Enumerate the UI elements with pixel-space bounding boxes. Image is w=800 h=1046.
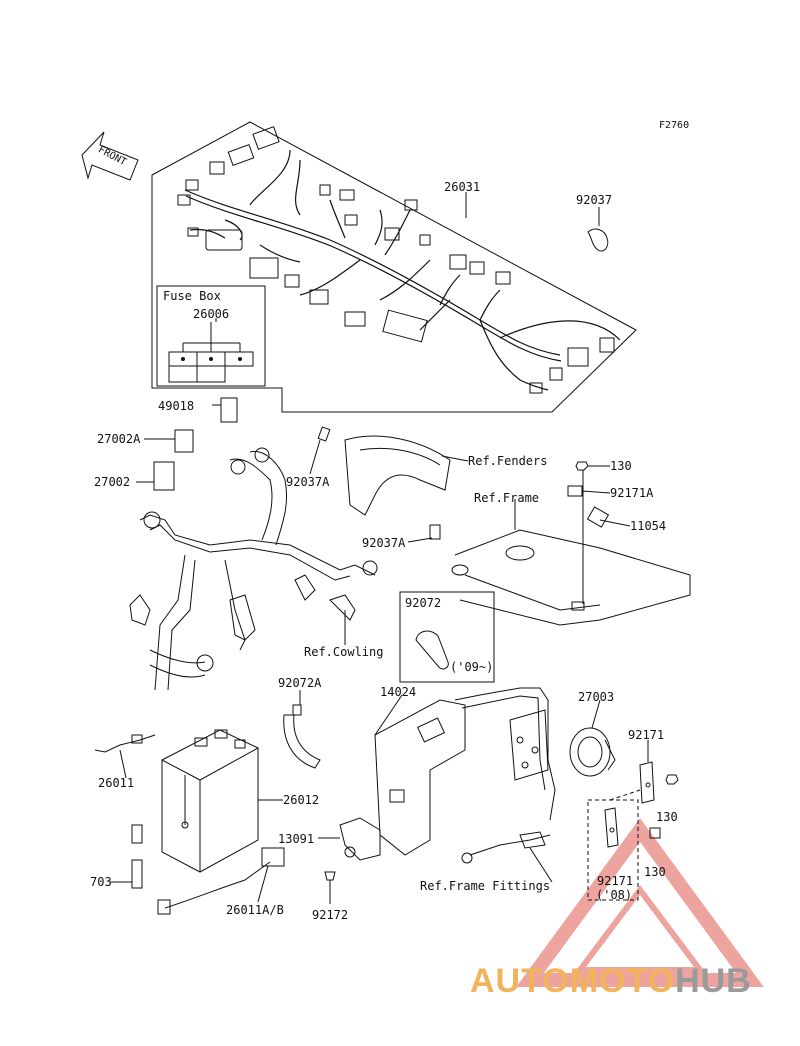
part-26006: 26006 xyxy=(193,307,230,321)
watermark-triangle xyxy=(516,818,764,987)
ref-frame-fittings: Ref.Frame Fittings xyxy=(420,879,551,893)
watermark-logo: AUTOMOTOHUB xyxy=(470,962,752,1001)
watermark-text-hub: HUB xyxy=(675,962,752,1000)
fuse-box-title: Fuse Box xyxy=(163,289,221,303)
part-92171-08-note: ('08) xyxy=(596,888,633,902)
fenders-ref-part xyxy=(344,435,451,516)
front-arrow-label: FRONT xyxy=(96,144,128,168)
strap-92171-08-box xyxy=(587,799,639,901)
fuse-box-inset xyxy=(156,285,266,387)
band-92072 xyxy=(415,630,449,670)
figure-code: F2760 xyxy=(659,120,690,131)
watermark-text-automoto: AUTOMOTO xyxy=(470,962,676,1000)
ref-cowling: Ref.Cowling xyxy=(304,645,384,659)
horn-bracket xyxy=(454,687,556,864)
tube-703-upper xyxy=(131,824,143,844)
part-130-low: 130 xyxy=(644,865,666,879)
part-26012: 26012 xyxy=(283,793,320,807)
part-703: 703 xyxy=(90,875,112,889)
part-92072-note: ('09~) xyxy=(450,660,494,674)
fuse-box-grid xyxy=(168,322,254,383)
harness-frame xyxy=(151,121,637,413)
frame-ref-part xyxy=(429,506,691,626)
clamp-92037 xyxy=(587,228,609,252)
part-26011: 26011 xyxy=(98,776,135,790)
ref-fenders: Ref.Fenders xyxy=(468,454,548,468)
part-13091: 13091 xyxy=(278,832,315,846)
ref-frame: Ref.Frame xyxy=(474,491,540,505)
part-92037: 92037 xyxy=(576,193,613,207)
part-92037A-upper: 92037A xyxy=(286,475,330,489)
part-92171A: 92171A xyxy=(610,486,654,500)
band-92072-box xyxy=(399,591,495,683)
part-92171-upper: 92171 xyxy=(628,728,665,742)
leader-lines xyxy=(110,192,649,904)
harness-connectors xyxy=(177,126,615,394)
horn-27003 xyxy=(569,727,611,777)
relay-49018 xyxy=(220,397,238,423)
tube-703-lower xyxy=(131,859,143,889)
part-11054: 11054 xyxy=(630,519,667,533)
relay-27002A xyxy=(174,429,194,453)
part-26011AB: 26011A/B xyxy=(226,903,284,917)
front-arrow xyxy=(81,131,139,181)
part-130-mid: 130 xyxy=(656,810,678,824)
part-92172: 92172 xyxy=(312,908,349,922)
strap-92171 xyxy=(639,761,655,804)
cable-26011 xyxy=(94,734,156,753)
bracket-13091 xyxy=(339,817,381,861)
band-92072A xyxy=(283,714,321,769)
part-92171-08: 92171 xyxy=(597,874,634,888)
relay-27002 xyxy=(153,461,175,491)
part-27002A: 27002A xyxy=(97,432,141,446)
electric-bracket xyxy=(129,447,378,691)
part-130-top: 130 xyxy=(610,459,632,473)
cover-14024 xyxy=(374,699,466,856)
part-92072: 92072 xyxy=(405,596,442,610)
main-wiring-harness xyxy=(184,149,621,391)
part-14024: 14024 xyxy=(380,685,417,699)
battery-26012 xyxy=(161,729,259,873)
part-27002: 27002 xyxy=(94,475,131,489)
part-27003: 27003 xyxy=(578,690,615,704)
part-92072A: 92072A xyxy=(278,676,322,690)
part-92037A-lower: 92037A xyxy=(362,536,406,550)
part-26031: 26031 xyxy=(444,180,481,194)
cable-26011AB xyxy=(164,861,271,909)
part-49018: 49018 xyxy=(158,399,195,413)
